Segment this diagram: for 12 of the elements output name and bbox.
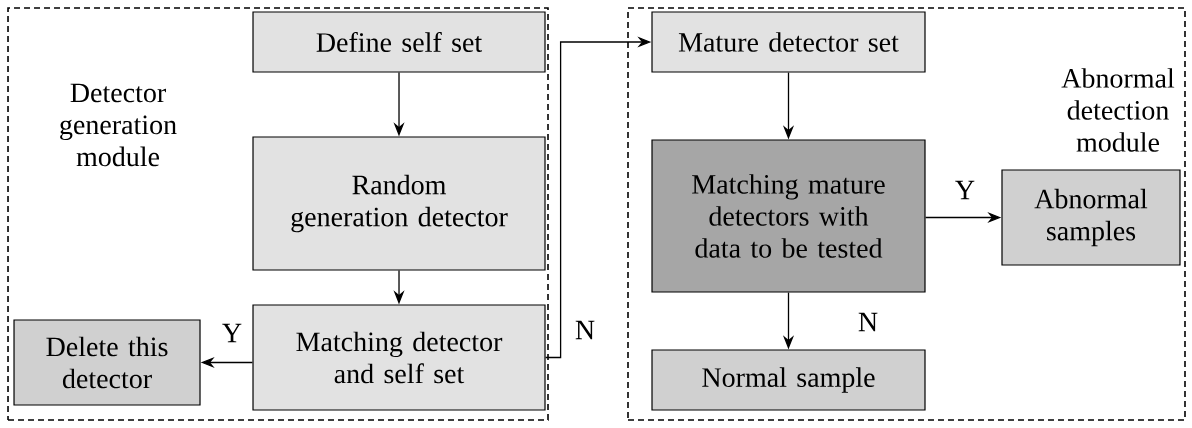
edge-label: Y [222,323,242,343]
process-box: Matching detector and self set [252,304,546,411]
edge-label: Y [955,180,975,200]
process-box: Mature detector set [651,11,926,73]
process-box: Matching mature detectors with data to be tested [651,139,926,293]
process-box: Normal sample [651,349,926,411]
process-box: Abnormal samples [1001,169,1181,266]
process-box: Random generation detector [252,136,546,271]
edge-label: N [575,320,595,340]
edge-label: N [858,312,878,332]
process-box: Delete this detector [13,319,201,406]
process-box: Define self set [252,11,546,73]
